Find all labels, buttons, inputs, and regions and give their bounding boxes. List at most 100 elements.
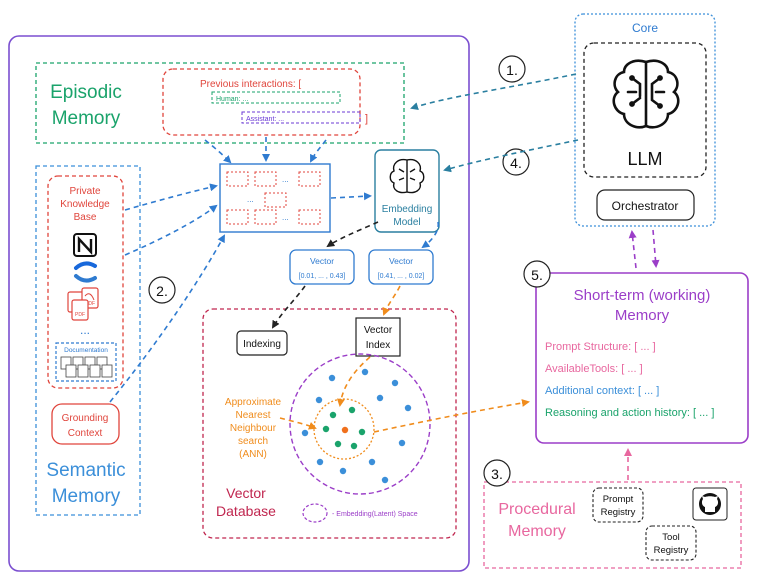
- kb-ellipsis: ...: [80, 323, 90, 337]
- private-kb-line1: Private: [69, 186, 101, 197]
- human-message-text: Human: ...: [216, 96, 248, 103]
- vector-right-label: Vector: [389, 256, 413, 266]
- previous-interactions-box: [162, 68, 361, 136]
- context-ellipsis-2: ...: [247, 195, 254, 204]
- additional-context-text: Additional context: [ ... ]: [545, 385, 659, 397]
- arrow-short-term-to-orchestrator: [628, 230, 637, 269]
- arrow-context-to-embedding: [330, 192, 372, 201]
- context-slots: [226, 171, 321, 225]
- arrow-episodic-to-context-1: [204, 139, 232, 164]
- arrow-ann-label-to-points: [279, 417, 317, 430]
- github-icon: [692, 487, 728, 521]
- orchestrator-box: [596, 189, 695, 221]
- svg-text:5.: 5.: [531, 267, 543, 283]
- semantic-memory-box: [35, 165, 141, 516]
- grounding-line1: Grounding: [62, 413, 109, 424]
- arrow-embedding-to-vector-right: [421, 221, 440, 249]
- procedural-title-line2: Memory: [508, 523, 566, 540]
- brain-icon-small: [389, 158, 425, 194]
- svg-text:PDF: PDF: [75, 312, 85, 318]
- context-ellipsis-3: ...: [282, 213, 289, 222]
- prompt-registry-line1: Prompt: [603, 494, 634, 505]
- embedding-points: [301, 368, 412, 484]
- arrow-kb-to-context: [124, 204, 218, 256]
- assistant-message-box: [241, 111, 361, 124]
- tool-registry-line1: Tool: [662, 532, 679, 543]
- step-5-marker: 5.: [523, 260, 551, 288]
- step-4-marker: 4.: [502, 148, 530, 176]
- private-knowledge-base-box: [47, 175, 124, 389]
- arrow-privatekb-to-context: [124, 183, 218, 211]
- core-box: [574, 13, 716, 227]
- step-1-marker: 1.: [498, 55, 526, 83]
- short-term-memory-box: [535, 272, 749, 444]
- vector-index-line2: Index: [366, 340, 390, 351]
- private-kb-line2: Knowledge: [60, 199, 110, 210]
- confluence-icon: [74, 261, 97, 283]
- arrow-episodic-to-context-3: [310, 139, 327, 163]
- indexing-label: Indexing: [243, 339, 281, 350]
- svg-text:3.: 3.: [491, 466, 503, 482]
- step-2-marker: 2.: [148, 276, 176, 304]
- context-ellipsis-1: ...: [282, 175, 289, 184]
- documentation-pages-icon: [60, 356, 113, 378]
- latent-space-legend-text: - Embedding(Latent) Space: [332, 511, 418, 518]
- agent-memory-container: [8, 35, 470, 572]
- arrow-vector-to-indexing: [271, 285, 306, 329]
- ann-line3: Neighbour: [230, 423, 277, 434]
- short-term-title-line2: Memory: [615, 307, 670, 324]
- short-term-title-line1: Short-term (working): [574, 287, 711, 304]
- episodic-title-line1: Episodic: [50, 82, 122, 103]
- embedding-model-box: [374, 149, 440, 233]
- arrow-grounding-to-context: [109, 234, 225, 403]
- indexing-box: [236, 330, 288, 356]
- ann-line5: (ANN): [239, 449, 267, 460]
- vector-database-title-line2: Database: [216, 503, 276, 519]
- documentation-label: Documentation: [64, 347, 108, 354]
- available-tools-text: AvailableTools: [ ... ]: [545, 363, 643, 375]
- vector-database-box: [202, 308, 457, 539]
- svg-text:4.: 4.: [510, 155, 522, 171]
- pdf-files-icon: PDF PDF: [67, 287, 99, 321]
- ann-line2: Nearest: [235, 410, 270, 421]
- latent-space-legend-symbol: [302, 503, 328, 523]
- vector-right-value: [0.41, ... , 0.02]: [378, 273, 425, 280]
- semantic-title-line1: Semantic: [46, 460, 125, 481]
- llm-box: [583, 42, 707, 178]
- llm-label: LLM: [627, 149, 662, 169]
- grounding-line2: Context: [68, 428, 103, 439]
- arrow-orchestrator-to-short-term: [651, 229, 660, 268]
- arrow-vector-to-vector-index: [382, 285, 401, 316]
- arrow-core-to-embedding: [443, 139, 579, 173]
- core-title: Core: [632, 21, 658, 35]
- svg-text:PDF: PDF: [85, 301, 95, 307]
- vector-left-value: [0.01, ... , 0.43]: [299, 273, 346, 280]
- procedural-memory-box: [483, 481, 742, 569]
- embedding-space-circle: [289, 353, 431, 495]
- vector-database-title-line1: Vector: [226, 485, 266, 501]
- ann-line1: Approximate: [225, 397, 282, 408]
- tool-registry-box: [645, 525, 697, 561]
- vector-right-box: [368, 249, 434, 285]
- prompt-registry-box: [592, 487, 644, 523]
- arrow-embedding-to-vector-left: [326, 221, 379, 248]
- previous-interactions-close: ]: [365, 113, 368, 125]
- human-message-box: [211, 91, 341, 104]
- vector-index-line1: Vector: [364, 325, 393, 336]
- prompt-registry-line2: Registry: [601, 507, 636, 518]
- arrow-ann-to-short-term: [373, 399, 530, 433]
- assistant-message-text: Assistant: ...: [246, 116, 284, 123]
- private-kb-line3: Base: [74, 212, 97, 223]
- embedding-line1: Embedding: [382, 204, 433, 215]
- orchestrator-label: Orchestrator: [612, 199, 679, 213]
- prompt-structure-text: Prompt Structure: [ ... ]: [545, 341, 656, 353]
- notion-icon: [73, 233, 97, 257]
- brain-icon: [612, 59, 680, 129]
- procedural-title-line1: Procedural: [498, 501, 575, 518]
- svg-text:1.: 1.: [506, 62, 518, 78]
- previous-interactions-label: Previous interactions: [: [200, 79, 301, 90]
- episodic-title-line2: Memory: [52, 108, 121, 129]
- documentation-box: [55, 342, 117, 382]
- reasoning-history-text: Reasoning and action history: [ ... ]: [545, 407, 714, 419]
